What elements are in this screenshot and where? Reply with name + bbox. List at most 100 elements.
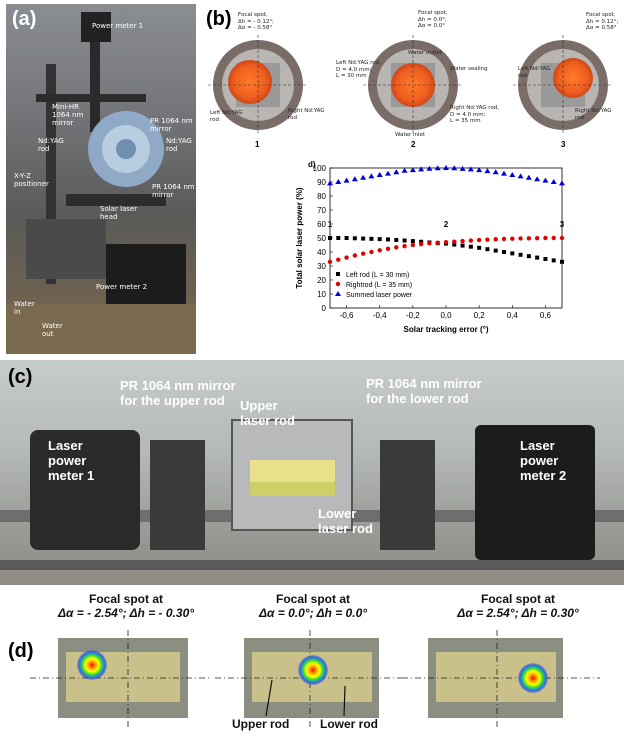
point-left-rod <box>394 237 399 242</box>
point-left-rod <box>377 237 382 242</box>
x-tick-label: -0,2 <box>406 311 420 320</box>
label-lower-laser-rod: Lower laser rod <box>318 506 373 536</box>
point-right-rod <box>543 235 548 241</box>
point-summed <box>525 174 532 180</box>
caption-1-title: Focal spot at <box>88 592 163 606</box>
panel-d-rod-views <box>30 630 600 730</box>
point-left-rod <box>352 236 357 241</box>
point-right-rod <box>551 235 556 241</box>
point-summed <box>459 165 466 171</box>
view-2-right-rod-label: Right Nd:YAG rod, D = 4.0 mm; L = 35 mm <box>450 105 500 124</box>
lower-rod-arrow <box>343 685 346 717</box>
y-tick-label: 40 <box>317 248 326 257</box>
chart-annotation: 2 <box>444 220 449 229</box>
y-tick-label: 50 <box>317 234 326 243</box>
caption-3: Focal spot at Δα = 2.54°; Δh = 0.30° <box>418 592 618 620</box>
rod-view-2 <box>215 630 405 730</box>
panel-a-photo <box>6 4 196 354</box>
point-right-rod <box>468 238 474 243</box>
point-summed <box>360 174 367 180</box>
point-summed <box>492 169 499 175</box>
label-power-meter-2: Power meter 2 <box>96 283 148 291</box>
point-right-rod <box>435 240 440 245</box>
y-tick-label: 30 <box>317 262 326 271</box>
point-summed <box>335 179 342 184</box>
legend-marker <box>336 272 340 276</box>
view-3-number: 3 <box>561 140 566 149</box>
label-xyz-positioner: X-Y-Z positioner <box>14 172 49 188</box>
caption-3-values: Δα = 2.54°; Δh = 0.30° <box>457 606 579 620</box>
point-right-rod <box>402 243 407 249</box>
point-left-rod <box>551 258 556 263</box>
point-left-rod <box>526 254 531 259</box>
point-summed <box>509 172 516 177</box>
chart-annotation: 1 <box>328 220 333 229</box>
view-1-right-rod-label: Right Nd:YAG rod <box>288 108 325 121</box>
x-tick-label: -0,6 <box>340 311 354 320</box>
point-left-rod <box>460 243 465 248</box>
point-summed <box>484 168 491 174</box>
point-summed <box>443 165 449 170</box>
point-left-rod <box>369 236 374 241</box>
label-power-meter-1: Power meter 1 <box>92 22 144 30</box>
point-left-rod <box>361 236 366 241</box>
point-right-rod <box>559 235 565 241</box>
caption-1: Focal spot at Δα = - 2.54°; Δh = - 0.30° <box>36 592 216 620</box>
point-summed <box>542 177 549 183</box>
view-3-spot-label: Focal spot, Δh = 0.12°; Δα = 0.58° <box>586 12 619 31</box>
label-pr-mirror-lower: PR 1064 nm mirror for the lower rod <box>366 376 482 406</box>
point-left-rod <box>560 259 564 264</box>
point-left-rod <box>452 242 457 247</box>
label-ndyag-right: Nd:YAG rod <box>166 137 192 153</box>
point-left-rod <box>410 239 415 244</box>
view-1-spot-label: Focal spot, Δh = - 0.12°; Δα = - 0.58° <box>238 12 274 31</box>
point-left-rod <box>336 236 341 240</box>
point-left-rod <box>477 245 482 250</box>
point-summed <box>559 180 565 186</box>
label-pr-mirror-upper: PR 1064 nm mirror for the upper rod <box>120 378 236 408</box>
label-pr-mirror-top: PR 1064 nm mirror <box>150 117 193 133</box>
y-tick-label: 90 <box>317 178 326 187</box>
view-2-spot-label: Focal spot, Δh = 0.0°; Δα = 0.0° <box>418 10 448 29</box>
caption-2: Focal spot at Δα = 0.0°; Δh = 0.0° <box>228 592 398 620</box>
point-right-rod <box>427 241 432 246</box>
point-summed <box>467 166 474 172</box>
label-mini-hr-mirror: Mini-HR 1064 nm mirror <box>52 103 84 127</box>
caption-2-title: Focal spot at <box>275 592 350 606</box>
x-tick-label: 0,0 <box>440 311 452 320</box>
y-tick-label: 80 <box>317 192 326 201</box>
legend-marker <box>335 281 341 287</box>
point-summed <box>517 173 524 179</box>
point-summed <box>393 169 400 175</box>
legend-label: Summed laser power <box>346 292 413 299</box>
y-tick-label: 20 <box>317 276 326 285</box>
x-tick-label: 0,6 <box>540 311 552 320</box>
label-laser-power-meter-2: Laser power meter 2 <box>520 438 567 483</box>
point-summed <box>501 170 507 176</box>
point-right-rod <box>377 248 382 253</box>
upper-rod-arrow <box>265 679 273 717</box>
legend-label: Rightrod (L = 35 mm) <box>346 282 412 289</box>
point-right-rod <box>501 236 507 242</box>
point-summed <box>385 170 391 176</box>
rod-view-1 <box>30 630 210 730</box>
view-2-number: 2 <box>411 140 416 149</box>
panel-a-scene <box>6 12 196 354</box>
view-2-water-outlet-label: Water outlet <box>408 50 443 56</box>
point-right-rod <box>534 235 540 241</box>
point-right-rod <box>518 236 523 241</box>
x-tick-label: -0,4 <box>373 311 387 320</box>
laser-power-meter-1-body <box>30 430 140 550</box>
label-laser-power-meter-1: Laser power meter 1 <box>48 438 95 483</box>
point-summed <box>434 165 441 171</box>
label-lower-rod: Lower rod <box>320 717 379 731</box>
point-left-rod <box>402 238 407 243</box>
y-tick-label: 70 <box>317 206 326 215</box>
view-1 <box>208 35 308 135</box>
point-left-rod <box>535 255 540 260</box>
point-right-rod <box>476 237 482 243</box>
caption-3-title: Focal spot at <box>480 592 555 606</box>
panel-a-letter: (a) <box>12 8 37 30</box>
point-right-rod <box>443 240 449 245</box>
point-left-rod <box>543 257 548 261</box>
